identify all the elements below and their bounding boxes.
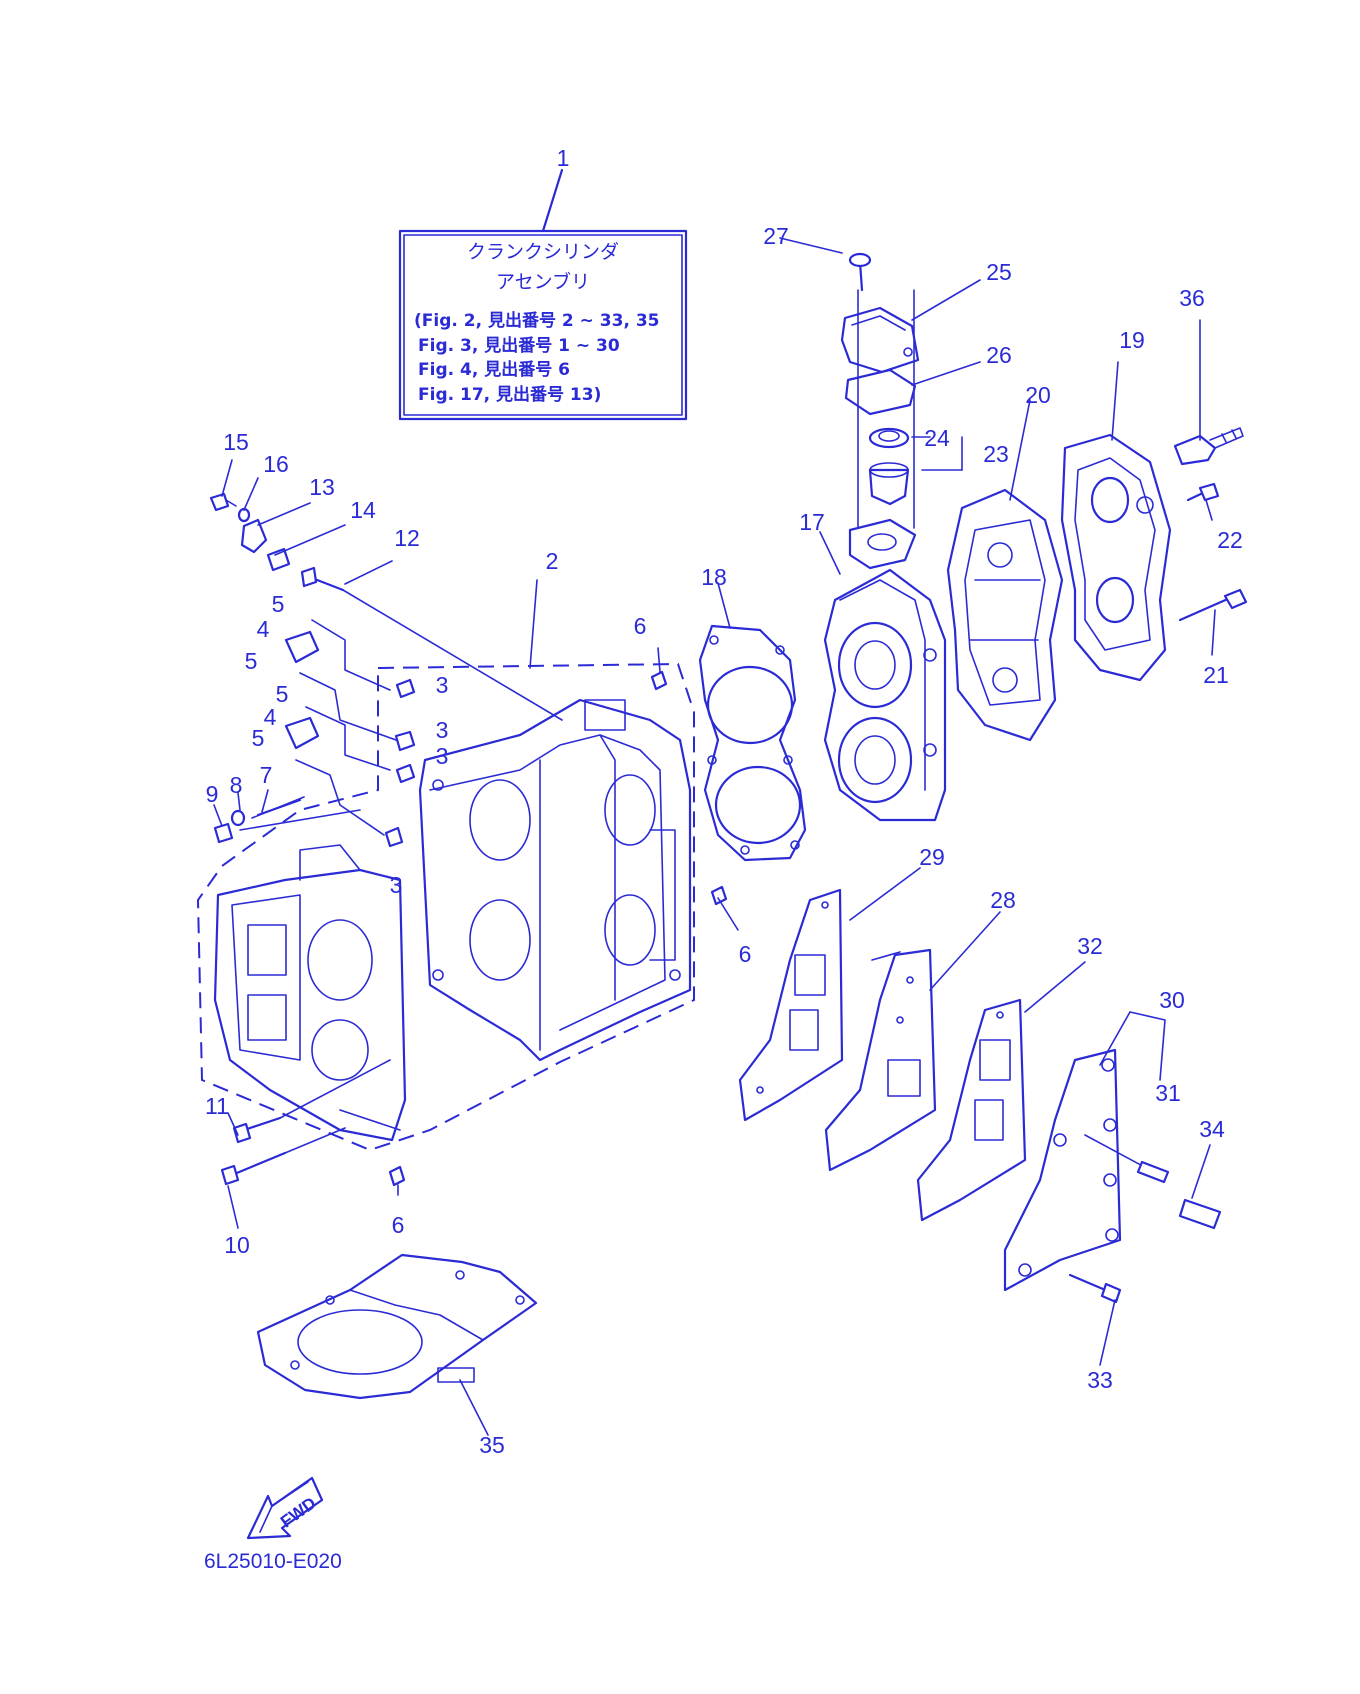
base-gasket <box>256 1253 538 1400</box>
dowel-pin-lower <box>388 1165 406 1187</box>
callout-35: 35 <box>479 1432 505 1458</box>
assembly-note-box: クランクシリンダ アセンブリ (Fig. 2, 見出番号 2 ~ 33, 35 … <box>398 229 688 421</box>
callout-26: 26 <box>986 342 1012 368</box>
callout-3b: 3 <box>436 717 449 743</box>
callout-20: 20 <box>1025 382 1051 408</box>
callout-22: 22 <box>1217 527 1243 553</box>
bracket <box>240 518 268 554</box>
callout-23: 23 <box>983 441 1009 467</box>
exhaust-cover <box>1003 1048 1122 1292</box>
callout-34: 34 <box>1199 1116 1225 1142</box>
thermostat-cover-gasket <box>844 368 917 416</box>
callout-33: 33 <box>1087 1367 1113 1393</box>
callout-8: 8 <box>230 772 243 798</box>
assembly-boundary <box>196 662 695 1152</box>
callout-2: 2 <box>546 548 559 574</box>
callout-12: 12 <box>394 525 420 551</box>
callout-31: 31 <box>1155 1080 1181 1106</box>
assembly-ref-line2: Fig. 3, 見出番号 1 ~ 30 <box>418 335 620 356</box>
cylinder-head <box>823 518 947 822</box>
thermostat-cover-bolt <box>848 252 872 292</box>
stud-bolt <box>251 796 305 819</box>
callout-24: 24 <box>924 425 950 451</box>
thermostat <box>868 462 910 506</box>
nut <box>213 822 234 844</box>
callout-30: 30 <box>1159 987 1185 1013</box>
callout-14: 14 <box>350 497 376 523</box>
callout-5c: 5 <box>276 681 289 707</box>
hose-fitting <box>1173 427 1244 466</box>
anode-screw <box>1084 1134 1170 1184</box>
callout-3a: 3 <box>436 672 449 698</box>
clip <box>266 547 291 572</box>
callout-13: 13 <box>309 474 335 500</box>
callout-3d: 3 <box>390 872 403 898</box>
callout-32: 32 <box>1077 933 1103 959</box>
callout-4a: 4 <box>257 616 270 642</box>
cylinder-head-gasket <box>698 624 807 862</box>
cover-bolt-short <box>1186 482 1220 502</box>
anode <box>1178 1198 1222 1230</box>
callout-6b: 6 <box>739 941 752 967</box>
crankcase-half <box>213 844 407 1142</box>
callout-10: 10 <box>224 1232 250 1258</box>
callout-28: 28 <box>990 887 1016 913</box>
assembly-ref-line3: Fig. 4, 見出番号 6 <box>418 359 570 380</box>
callout-1: 1 <box>557 145 570 171</box>
assembly-name-line2: アセンブリ <box>496 270 590 293</box>
exhaust-plate-gasket <box>916 998 1027 1222</box>
callout-17: 17 <box>799 509 825 535</box>
exhaust-cover-bolt <box>1068 1273 1122 1304</box>
dowel-pin-upper <box>650 670 668 691</box>
callout-29: 29 <box>919 844 945 870</box>
callout-21: 21 <box>1203 662 1229 688</box>
head-cover-gasket <box>946 488 1064 742</box>
thermostat-seal <box>868 427 910 449</box>
callout-5a: 5 <box>272 591 285 617</box>
check-valves <box>384 678 416 848</box>
assembly-name-line1: クランクシリンダ <box>467 241 619 263</box>
callout-5d: 5 <box>252 725 265 751</box>
exhaust-gasket <box>738 888 844 1122</box>
head-cover <box>1060 433 1172 682</box>
cylinder-block <box>418 698 692 1062</box>
cover-bolt <box>1178 588 1248 622</box>
forward-direction-arrow-icon: FWD <box>246 1476 324 1540</box>
bolt-long <box>220 1151 287 1186</box>
thermostat-cover <box>840 306 920 374</box>
callout-25: 25 <box>986 259 1012 285</box>
callout-27: 27 <box>763 223 789 249</box>
callout-16: 16 <box>263 451 289 477</box>
callout-7: 7 <box>260 762 273 788</box>
washer <box>230 809 246 827</box>
drawing-code: 6L25010-E020 <box>204 1550 342 1573</box>
oil-bolt <box>300 566 345 592</box>
callout-18: 18 <box>701 564 727 590</box>
small-bolt <box>209 492 237 512</box>
callout-9: 9 <box>206 781 219 807</box>
exhaust-inner-plate <box>824 948 937 1172</box>
bolt-short <box>232 1116 282 1144</box>
callout-3c: 3 <box>436 743 449 769</box>
callout-36: 36 <box>1179 285 1205 311</box>
callout-15: 15 <box>223 429 249 455</box>
dowel-pin-middle <box>710 885 728 906</box>
callout-5b: 5 <box>245 648 258 674</box>
reed-valve-upper <box>284 630 320 664</box>
callout-11: 11 <box>205 1093 229 1119</box>
callout-19: 19 <box>1119 327 1145 353</box>
assembly-ref-line1: (Fig. 2, 見出番号 2 ~ 33, 35 <box>414 310 659 331</box>
callout-6a: 6 <box>634 613 647 639</box>
callout-6c: 6 <box>392 1212 405 1238</box>
reed-valve-lower <box>284 716 320 750</box>
callout-4b: 4 <box>264 704 277 730</box>
assembly-ref-line4: Fig. 17, 見出番号 13) <box>418 384 601 405</box>
